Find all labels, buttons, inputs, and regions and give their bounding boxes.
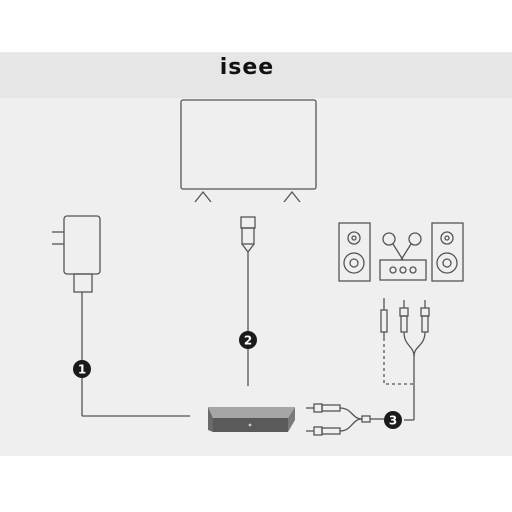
tv-box-icon <box>208 407 295 432</box>
hdmi-connector-icon <box>240 216 256 386</box>
speaker-icon <box>338 222 371 282</box>
step-badge-1: 1 <box>73 360 91 378</box>
microphone-icon <box>400 232 422 261</box>
amplifier-icon <box>379 259 427 281</box>
diagram-panel <box>0 52 512 456</box>
rca-plug-icon <box>399 300 430 421</box>
step-number: 3 <box>389 414 397 428</box>
speaker-icon <box>431 222 464 282</box>
brand-logo: isee <box>219 55 275 80</box>
step-number: 2 <box>244 334 252 348</box>
step-badge-3: 3 <box>384 411 402 429</box>
microphone-icon <box>382 232 404 261</box>
rca-plug-icon <box>306 403 384 436</box>
step-badge-2: 2 <box>239 331 257 349</box>
power-adapter-icon <box>52 215 190 417</box>
tv-icon <box>180 99 317 203</box>
header-band <box>0 52 512 98</box>
step-number: 1 <box>78 363 86 377</box>
aux-jack-icon <box>380 298 413 385</box>
